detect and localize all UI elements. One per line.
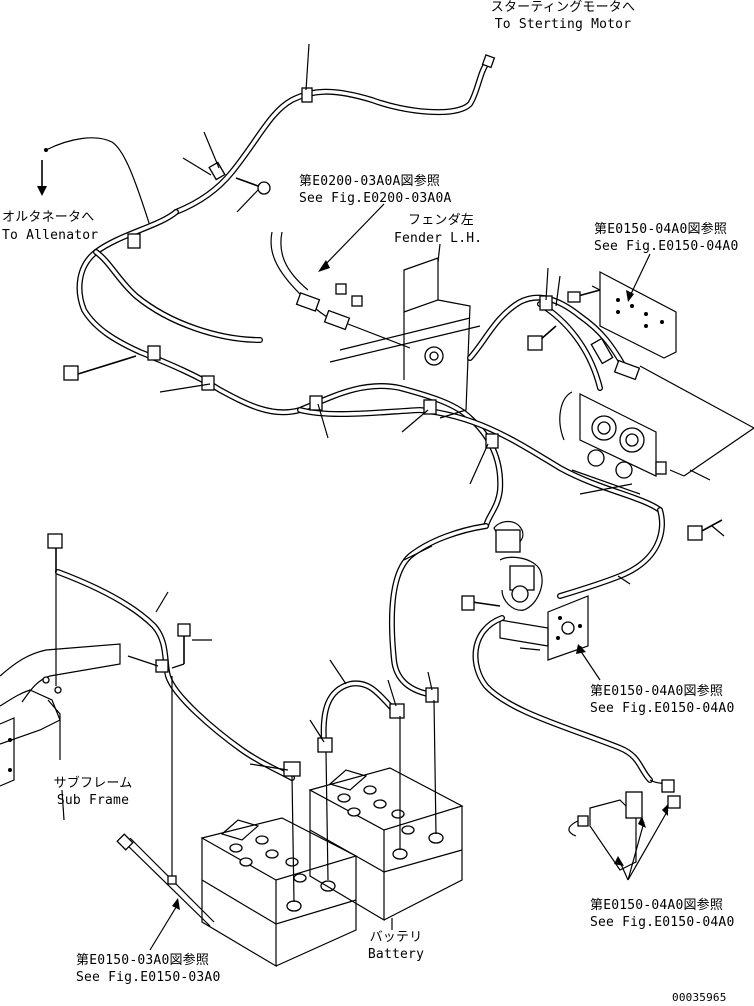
alternator-wire	[37, 137, 151, 227]
label-battery-jp: バッテリ	[369, 930, 423, 945]
starter-cable	[173, 54, 496, 215]
label-ref-e0150-mid-en: See Fig.E0150-04A0	[590, 701, 735, 716]
drawing-number: 00035965	[672, 991, 727, 1004]
label-starting-motor-en: To Sterting Motor	[494, 17, 632, 32]
battery-left	[200, 817, 358, 968]
battery-right	[308, 767, 464, 922]
label-ref-e0150-bot-jp: 第E0150-04A0図参照	[590, 898, 724, 913]
label-ref-e0150-03-en: See Fig.E0150-03A0	[76, 970, 221, 985]
harness-right	[467, 294, 641, 391]
cable-lower-right	[557, 507, 665, 599]
harness-clamps	[127, 233, 499, 449]
label-ref-e0150-bot-en: See Fig.E0150-04A0	[590, 915, 735, 930]
battery-relay	[461, 520, 549, 651]
loose-cable	[116, 833, 215, 927]
label-fender-jp: フェンダ左	[408, 213, 475, 228]
label-alternator-jp: オルタネータへ	[2, 210, 95, 225]
clamp-bolt-top	[235, 177, 271, 195]
sub-frame	[0, 643, 121, 787]
label-alternator-en: To Allenator	[2, 228, 99, 243]
ground-bolt	[47, 533, 191, 686]
harness-bolt-left	[63, 355, 137, 381]
fuse-bracket	[568, 779, 681, 871]
connectors-fender	[270, 231, 411, 349]
fender-plate	[329, 257, 481, 419]
label-subframe-en: Sub Frame	[56, 793, 130, 808]
relay-bracket-mid	[547, 595, 589, 661]
relay-bracket-top	[567, 271, 677, 359]
label-ref-e0150-mid-jp: 第E0150-04A0図参照	[590, 684, 724, 699]
label-ref-e0200-jp: 第E0200-03A0A図参照	[299, 174, 441, 189]
ground-cable	[55, 569, 301, 781]
main-harness	[76, 209, 663, 529]
label-subframe-jp: サブフレーム	[53, 776, 133, 791]
label-battery-en: Battery	[367, 947, 425, 962]
relay-cluster	[559, 391, 667, 479]
label-ref-e0150-top-en: See Fig.E0150-04A0	[594, 239, 739, 254]
label-fender-en: Fender L.H.	[394, 231, 483, 246]
label-ref-e0150-03-jp: 第E0150-03A0図参照	[76, 953, 210, 968]
inter-battery-cable	[317, 680, 405, 753]
bolt-right	[687, 519, 723, 541]
bolt-right-mid	[527, 325, 557, 351]
label-ref-e0200-en: See Fig.E0200-03A0A	[299, 191, 452, 206]
battery-cable	[388, 523, 489, 703]
label-ref-e0150-top-jp: 第E0150-04A0図参照	[594, 222, 728, 237]
label-starting-motor-jp: スターティングモータへ	[490, 0, 636, 15]
